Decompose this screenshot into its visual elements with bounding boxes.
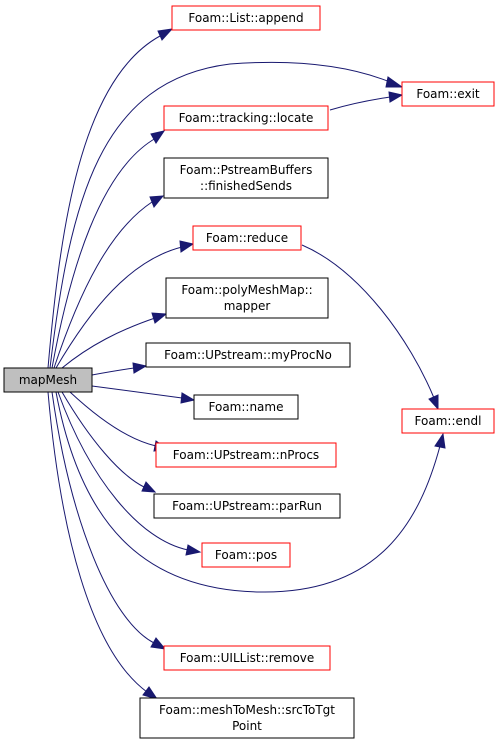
edge-reduce-endl [301, 244, 435, 399]
node-pos[interactable]: Foam::pos [201, 542, 291, 568]
edge-mapmesh-remove [51, 391, 155, 644]
arrow-exit [385, 76, 404, 88]
node-label-line2: mapper [224, 299, 271, 313]
arrow-locate-exit [388, 91, 404, 103]
node-label-line1: Foam::polyMeshMap:: [181, 283, 312, 297]
arrow-srctotgtpoint [142, 686, 159, 700]
edge-mapmesh-pos [57, 391, 189, 551]
edge-mapmesh-name [91, 385, 183, 399]
edge-mapmesh-exit [49, 61, 391, 369]
node-reduce[interactable]: Foam::reduce [192, 225, 302, 251]
edge-mapmesh-tracking-locate [51, 137, 157, 369]
node-label: Foam::UPstream::myProcNo [164, 348, 332, 362]
nodes: mapMesh Foam::List::append Foam::exit Fo… [3, 5, 495, 739]
node-pstreambuffers-finishedsends[interactable]: Foam::PstreamBuffers ::finishedSends [163, 157, 329, 199]
edge-mapmesh-myprocno [91, 367, 135, 376]
arrow-tracking-locate [150, 130, 166, 144]
edges [47, 28, 446, 700]
edge-mapmesh-finishedsends [53, 201, 153, 369]
edge-mapmesh-srctotgtpoint [47, 391, 148, 693]
node-label-line1: Foam::PstreamBuffers [180, 163, 313, 177]
edge-mapmesh-reduce [55, 246, 183, 369]
arrow-pos [185, 544, 202, 556]
arrow-list-append [157, 28, 174, 41]
arrow-reduce [179, 240, 195, 253]
arrow-mapper [151, 312, 168, 324]
node-upstream-parrun[interactable]: Foam::UPstream::parRun [153, 493, 341, 519]
node-label: Foam::reduce [206, 231, 288, 245]
node-label: Foam::exit [416, 87, 480, 101]
node-exit[interactable]: Foam::exit [401, 81, 495, 107]
node-list-append[interactable]: Foam::List::append [171, 5, 321, 31]
arrow-reduce-endl [428, 394, 439, 411]
arrow-myprocno [132, 362, 148, 374]
node-label: Foam::pos [215, 548, 277, 562]
node-label: Foam::name [209, 400, 284, 414]
node-label: Foam::tracking::locate [179, 111, 314, 125]
edge-mapmesh-list-append [47, 35, 161, 369]
node-label-line1: Foam::meshToMesh::srcToTgt [159, 703, 335, 717]
arrow-finishedsends [149, 195, 165, 208]
node-label: mapMesh [19, 373, 77, 387]
node-label: Foam::List::append [188, 11, 303, 25]
node-label-line2: Point [232, 719, 262, 733]
arrow-name [180, 392, 196, 404]
node-label-line2: ::finishedSends [200, 179, 292, 193]
edge-mapmesh-endl [55, 391, 441, 593]
node-polymeshmap-mapper[interactable]: Foam::polyMeshMap:: mapper [165, 277, 329, 319]
node-label: Foam::UPstream::parRun [172, 499, 322, 513]
arrow-parrun [141, 481, 157, 493]
edge-mapmesh-mapper [61, 317, 156, 369]
node-tracking-locate[interactable]: Foam::tracking::locate [163, 105, 329, 131]
arrow-remove [150, 637, 167, 650]
edge-mapmesh-parrun [61, 391, 145, 488]
node-uillist-remove[interactable]: Foam::UILList::remove [163, 645, 331, 671]
node-upstream-myprocno[interactable]: Foam::UPstream::myProcNo [145, 342, 351, 368]
node-label: Foam::UPstream::nProcs [173, 448, 319, 462]
node-label: Foam::UILList::remove [180, 651, 315, 665]
edge-tracking-locate-exit [329, 96, 391, 111]
arrow-mapmesh-endl [434, 432, 446, 449]
node-root-mapmesh[interactable]: mapMesh [3, 367, 93, 393]
node-meshtomesh-srctotgtpoint[interactable]: Foam::meshToMesh::srcToTgt Point [139, 697, 355, 739]
node-endl[interactable]: Foam::endl [401, 408, 495, 434]
node-label: Foam::endl [415, 414, 482, 428]
node-name[interactable]: Foam::name [193, 394, 299, 420]
node-upstream-nprocs[interactable]: Foam::UPstream::nProcs [155, 442, 337, 468]
edge-mapmesh-nprocs [69, 391, 157, 447]
